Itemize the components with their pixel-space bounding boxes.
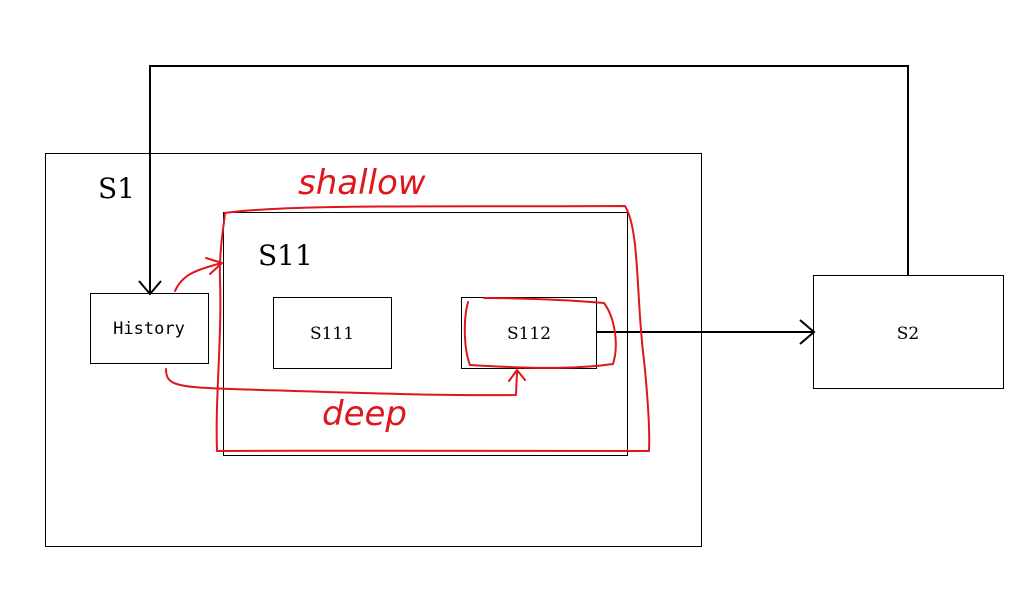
state-s1-label: S1 [98,172,135,205]
state-s111-box [273,297,392,369]
state-s111-label: S111 [310,324,354,344]
state-s2-box [813,275,1004,389]
shallow-region-outline [215,205,651,453]
history-label: History [113,319,185,339]
state-s2-label: S2 [897,324,919,344]
transition-s112-to-s2 [597,319,816,345]
state-s11-label: S11 [258,239,313,272]
deep-annotation: deep [322,394,407,434]
state-s112-box [461,297,597,369]
shallow-arrow [174,257,223,292]
transition-s2-to-history [138,65,909,296]
deep-target-outline [463,297,617,369]
shallow-annotation: shallow [298,163,426,203]
deep-arrow [165,368,526,397]
state-s112-label: S112 [507,324,551,344]
